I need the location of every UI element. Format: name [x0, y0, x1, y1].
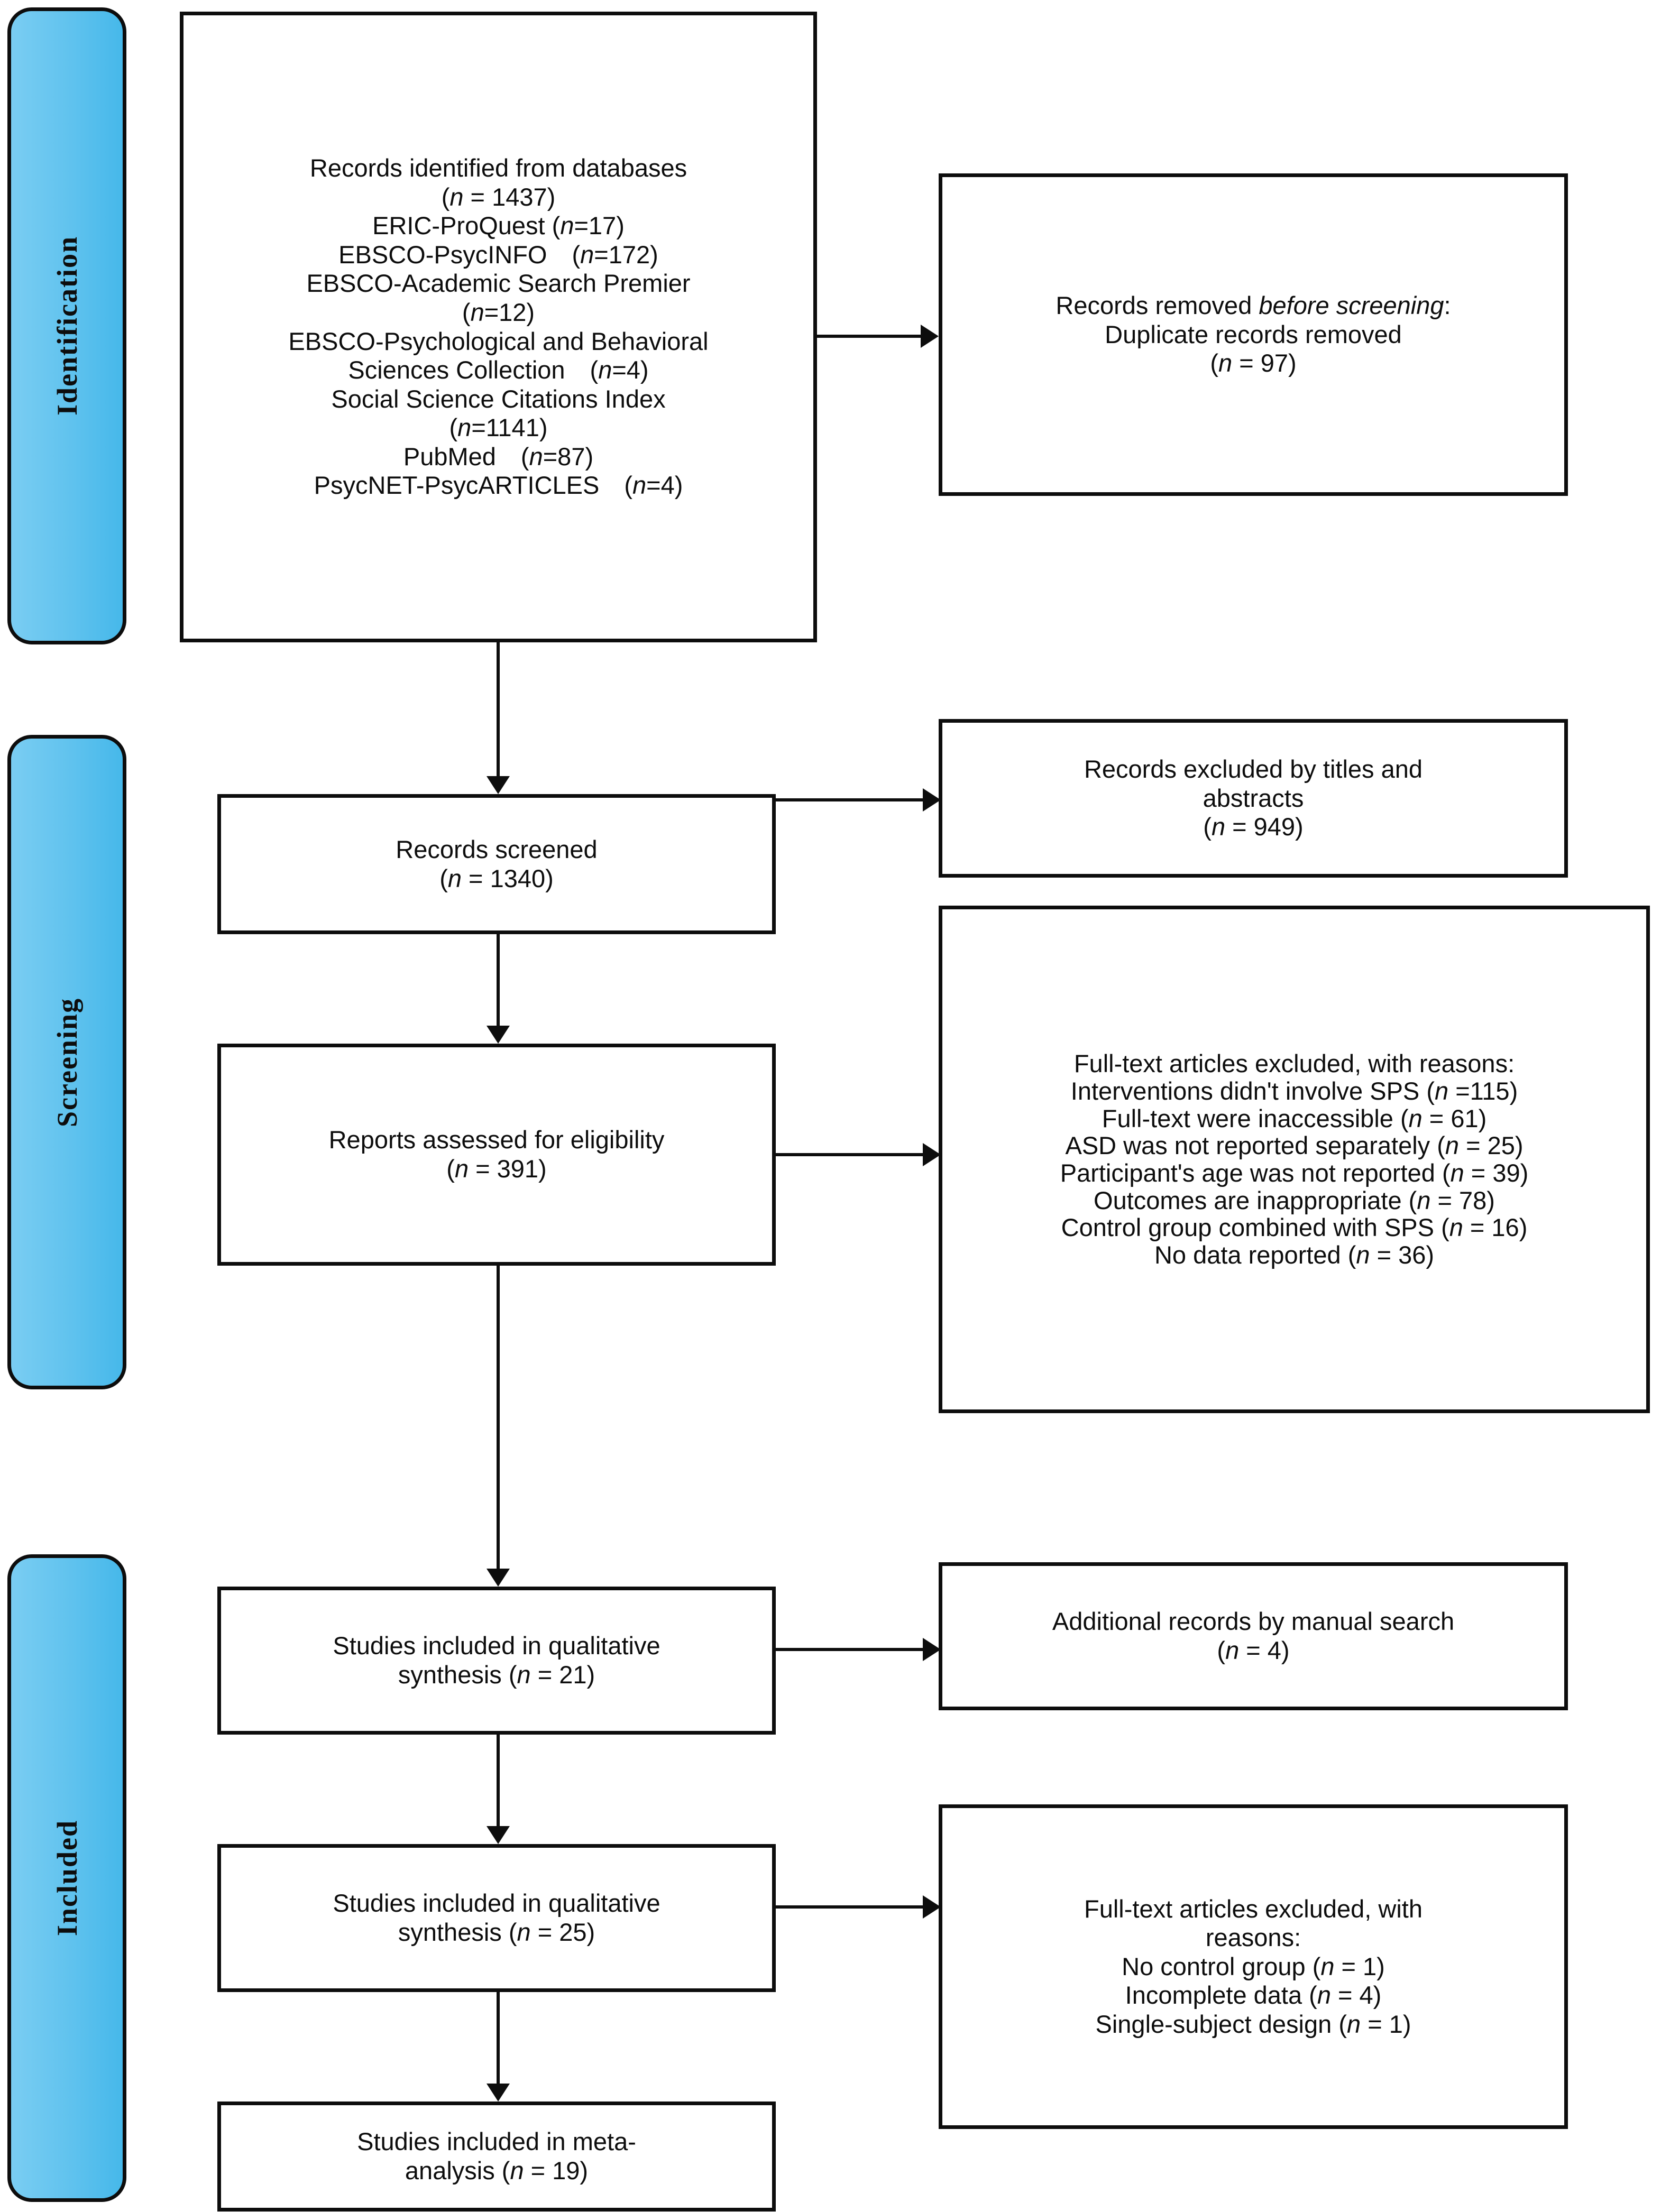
line-reason-control-group-combined: Control group combined with SPS (n = 16) — [1061, 1213, 1528, 1242]
connector-qualitative21-to-additional — [776, 1648, 924, 1651]
box-records-removed-before-screening: Records removed before screening: Duplic… — [939, 173, 1568, 496]
line-fulltext-excluded-header: Full-text articles excluded, with reason… — [1073, 1049, 1515, 1078]
line-reason2-incomplete-data: Incomplete data (n = 4) — [1125, 1981, 1382, 2010]
line-duplicate-records-removed: Duplicate records removed — [1105, 320, 1402, 348]
arrow-assessed-to-qualitative21 — [487, 1569, 510, 1587]
line-ebsco-psychological-behavioral: EBSCO-Psychological and Behavioral — [288, 327, 709, 355]
arrow-qualitative21-to-qualitative25 — [487, 1826, 510, 1844]
line-reason2-single-subject-design: Single-subject design (n = 1) — [1095, 2010, 1411, 2038]
line-reports-assessed-n: (n = 391) — [446, 1155, 547, 1183]
line-meta-b: analysis (n = 19) — [405, 2156, 589, 2185]
stage-tab-screening-label: Screening — [51, 997, 83, 1127]
connector-assessed-to-qualitative21 — [497, 1266, 500, 1570]
line-records-removed-before-screening: Records removed before screening: — [1056, 291, 1451, 320]
line-records-excluded-abstracts: abstracts — [1203, 784, 1304, 812]
box-studies-included-qualitative-synthesis-25: Studies included in qualitative synthesi… — [217, 1844, 776, 1992]
connector-identified-to-removed — [817, 335, 922, 338]
line-qualitative21-b: synthesis (n = 21) — [398, 1661, 595, 1689]
line-reason2-no-control-group: No control group (n = 1) — [1122, 1952, 1385, 1980]
line-reports-assessed: Reports assessed for eligibility — [328, 1126, 665, 1154]
connector-qualitative25-to-meta — [497, 1992, 500, 2085]
line-social-science-citations-index: Social Science Citations Index — [331, 384, 666, 413]
stage-tab-identification: Identification — [7, 7, 126, 644]
line-reason-fulltext-inaccessible: Full-text were inaccessible (n = 61) — [1102, 1104, 1487, 1132]
line-duplicate-records-removed-n: (n = 97) — [1210, 349, 1297, 377]
arrow-qualitative25-to-fulltext-excluded2 — [923, 1895, 941, 1919]
connector-qualitative25-to-fulltext-excluded2 — [776, 1905, 924, 1909]
line-reason-interventions-sps: Interventions didn't involve SPS (n =115… — [1070, 1076, 1518, 1105]
line-reason-asd-not-reported: ASD was not reported separately (n = 25) — [1065, 1131, 1524, 1160]
stage-tab-screening: Screening — [7, 735, 126, 1389]
line-records-excluded-n: (n = 949) — [1203, 813, 1304, 841]
connector-assessed-to-fulltext-excluded — [776, 1153, 924, 1156]
stage-tab-included: Included — [7, 1554, 126, 2202]
arrow-screened-to-assessed — [487, 1026, 510, 1044]
arrow-screened-to-excluded — [923, 788, 941, 812]
line-psycnet-psycarticles: PsycNET-PsycARTICLES (n=4) — [314, 471, 683, 500]
line-additional-records: Additional records by manual search — [1052, 1607, 1455, 1636]
box-records-identified-from-databases: Records identified from databases (n = 1… — [180, 12, 817, 642]
box-reports-assessed-for-eligibility: Reports assessed for eligibility (n = 39… — [217, 1044, 776, 1266]
line-sciences-collection: Sciences Collection (n=4) — [348, 356, 649, 384]
box-records-screened: Records screened (n = 1340) — [217, 794, 776, 934]
line-reason-no-data-reported: No data reported (n = 36) — [1154, 1241, 1435, 1269]
arrow-qualitative25-to-meta — [487, 2084, 510, 2102]
line-records-screened: Records screened — [396, 835, 598, 863]
line-records-excluded-titles: Records excluded by titles and — [1084, 755, 1423, 784]
line-records-identified: Records identified from databases — [309, 154, 687, 182]
line-social-science-citations-index-n: (n=1141) — [449, 413, 548, 442]
arrow-assessed-to-fulltext-excluded — [923, 1143, 941, 1166]
box-full-text-articles-excluded-with-reasons-2: Full-text articles excluded, with reason… — [939, 1804, 1568, 2129]
stage-tab-identification-label: Identification — [51, 236, 83, 416]
connector-screened-to-assessed — [497, 934, 500, 1027]
arrow-identified-to-removed — [921, 325, 939, 348]
line-ebsco-psycinfo: EBSCO-PsycINFO (n=172) — [338, 240, 658, 269]
line-eric-proquest: ERIC-ProQuest (n=17) — [372, 211, 625, 240]
line-ebsco-academic-search-premier-n: (n=12) — [462, 298, 535, 326]
stage-tab-included-label: Included — [51, 1820, 83, 1937]
line-qualitative25-b: synthesis (n = 25) — [398, 1918, 595, 1946]
line-qualitative25-a: Studies included in qualitative — [333, 1889, 660, 1918]
line-fulltext-excluded2-b: reasons: — [1205, 1923, 1301, 1952]
box-additional-records-by-manual-search: Additional records by manual search (n =… — [939, 1562, 1568, 1710]
box-full-text-articles-excluded-with-reasons: Full-text articles excluded, with reason… — [939, 906, 1650, 1413]
line-records-screened-n: (n = 1340) — [439, 864, 554, 892]
line-pubmed: PubMed (n=87) — [403, 442, 594, 471]
connector-qualitative21-to-qualitative25 — [497, 1735, 500, 1827]
box-studies-included-meta-analysis: Studies included in meta- analysis (n = … — [217, 2102, 776, 2211]
connector-identified-to-screened — [497, 642, 500, 777]
box-records-excluded-by-titles-and-abstracts: Records excluded by titles and abstracts… — [939, 719, 1568, 878]
arrow-qualitative21-to-additional — [923, 1638, 941, 1661]
line-ebsco-academic-search-premier: EBSCO-Academic Search Premier — [306, 269, 691, 298]
connector-screened-to-excluded — [776, 798, 924, 801]
arrow-identified-to-screened — [487, 776, 510, 794]
line-reason-age-not-reported: Participant's age was not reported (n = … — [1060, 1159, 1529, 1187]
line-reason-outcomes-inappropriate: Outcomes are inappropriate (n = 78) — [1094, 1186, 1495, 1214]
line-additional-records-n: (n = 4) — [1217, 1636, 1290, 1664]
line-meta-a: Studies included in meta- — [357, 2127, 636, 2156]
line-fulltext-excluded2-a: Full-text articles excluded, with — [1084, 1894, 1423, 1923]
line-qualitative21-a: Studies included in qualitative — [333, 1632, 660, 1660]
box-studies-included-qualitative-synthesis-21: Studies included in qualitative synthesi… — [217, 1587, 776, 1735]
line-records-identified-n: (n = 1437) — [441, 182, 556, 211]
